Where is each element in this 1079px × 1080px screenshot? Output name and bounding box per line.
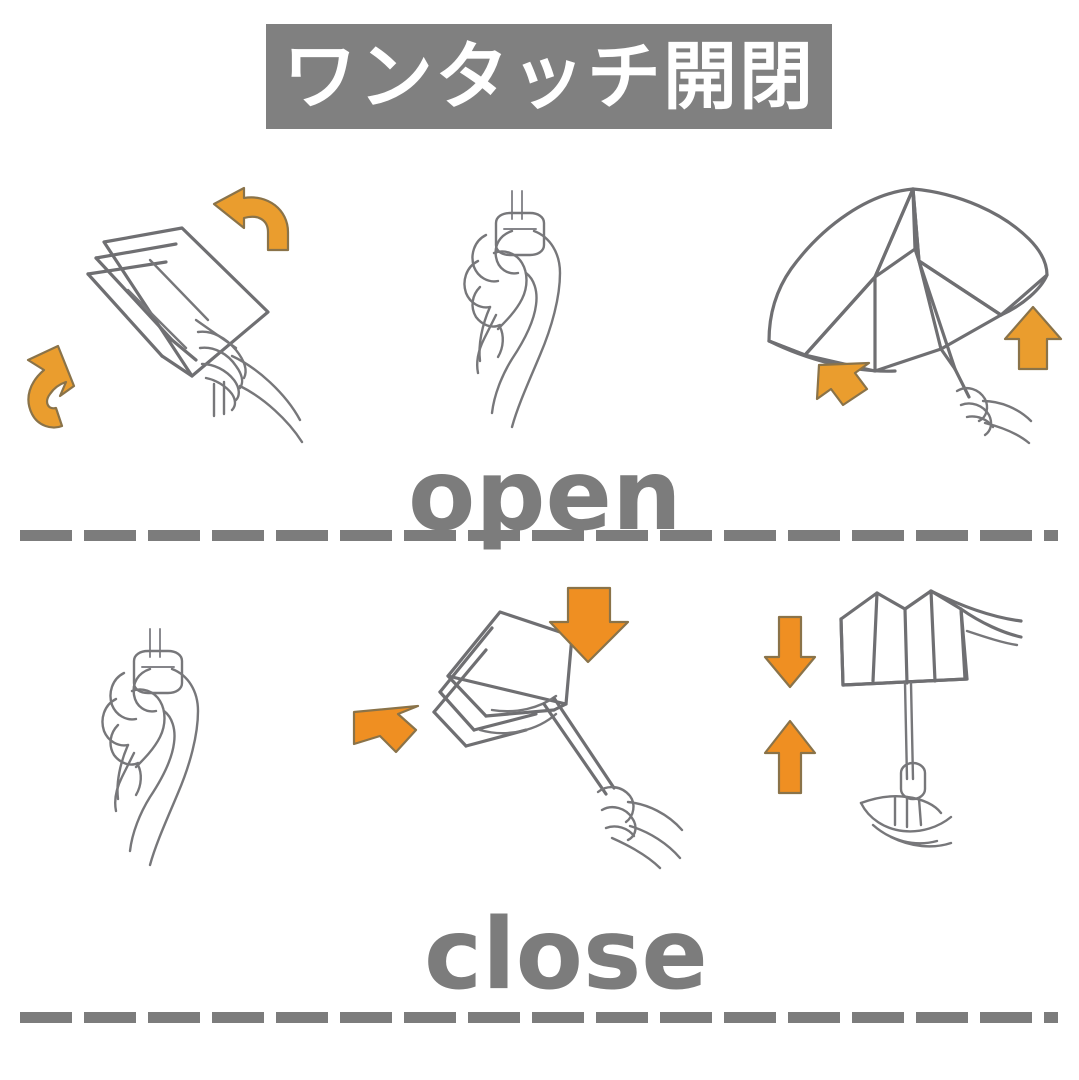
folded-umbrella-in-hand: [839, 589, 1023, 848]
open-umbrella-canopy: [767, 187, 1049, 373]
arrow-down-icon: [548, 586, 630, 664]
close-step-1-illustration: [50, 615, 300, 915]
open-step-2-illustration: [400, 175, 680, 465]
arrow-down-icon: [763, 615, 817, 689]
section-label-open: open: [408, 439, 682, 553]
arrow-right-icon: [352, 704, 420, 754]
arrow-up-icon: [763, 719, 817, 795]
header-banner: ワンタッチ開閉: [266, 24, 832, 129]
hand-sketch: [194, 318, 304, 444]
open-step-3-illustration: [745, 165, 1079, 465]
handle-and-hand-sketch: [953, 367, 1033, 445]
close-step-2-illustration: [340, 580, 700, 900]
shaft-and-hand-sketch: [542, 696, 684, 870]
open-step-1-illustration: [0, 170, 340, 470]
hand-on-handle-sketch: [463, 190, 562, 429]
header-title: ワンタッチ開閉: [283, 33, 815, 120]
dashed-line-open: [20, 530, 1058, 541]
folded-umbrella-body: [86, 226, 270, 378]
hand-on-handle-sketch: [101, 628, 200, 867]
curved-arrow-left-icon: [212, 186, 290, 252]
curved-arrow-up-icon: [26, 344, 76, 429]
section-label-close: close: [424, 898, 708, 1012]
arrow-up-left-icon: [815, 361, 871, 407]
dashed-line-close: [20, 1012, 1058, 1023]
arrow-up-icon: [1003, 305, 1063, 371]
collapsing-umbrella-body: [432, 610, 574, 748]
close-step-3-illustration: [755, 575, 1079, 895]
